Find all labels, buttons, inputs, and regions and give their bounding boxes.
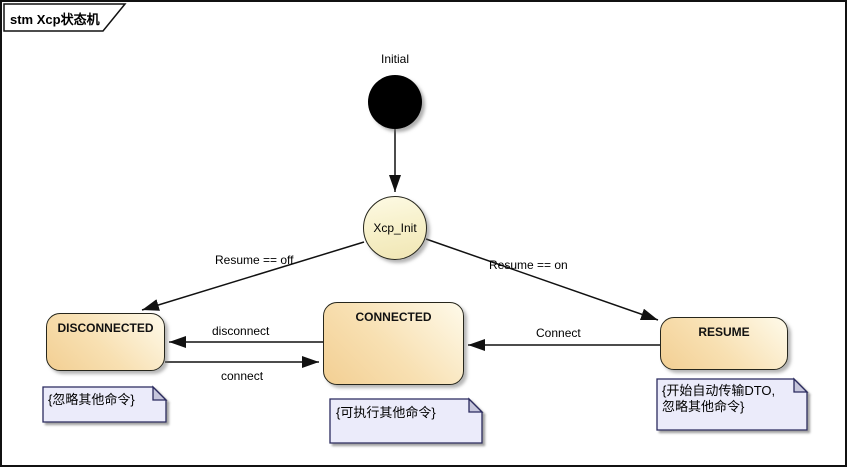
transition-connect-label: connect [221,369,264,383]
state-disconnected[interactable]: DISCONNECTED [46,313,165,371]
state-disconnected-label: DISCONNECTED [57,321,154,335]
initial-node-label: Initial [380,52,409,66]
note-resume-text: {开始自动传输DTO, 忽略其他命令} [662,383,798,415]
state-connected[interactable]: CONNECTED [323,302,464,385]
initial-state-node[interactable] [368,75,422,129]
transition-resume-off-label: Resume == off [215,253,294,267]
state-xcp-init[interactable]: Xcp_Init [363,196,427,260]
frame-tab-shape [3,3,127,32]
state-xcp-init-label: Xcp_Init [373,221,417,235]
note-resume-text-line2: 忽略其他命令} [662,399,745,414]
transition-disconnect-label: disconnect [212,324,270,338]
note-fold-icon [468,397,484,413]
note-disconnected[interactable] [42,385,168,423]
transition-resume-connect-label: Connect [536,326,581,340]
note-fold-icon [152,385,168,401]
state-connected-label: CONNECTED [355,310,432,324]
transition-resume-on-label: Resume == on [489,258,568,272]
note-resume[interactable] [656,377,809,431]
transition-resume-on-line[interactable] [425,238,659,321]
frame-title: stm Xcp状态机 [10,12,100,27]
state-resume-label: RESUME [698,325,750,339]
note-disconnected-text: {忽略其他命令} [48,392,135,407]
note-connected[interactable] [329,397,484,444]
note-resume-text-line1: {开始自动传输DTO, [662,383,776,398]
transition-resume-off-line[interactable] [141,241,365,311]
note-connected-text: {可执行其他命令} [336,405,436,420]
state-resume[interactable]: RESUME [660,317,788,370]
note-fold-icon [793,377,809,393]
